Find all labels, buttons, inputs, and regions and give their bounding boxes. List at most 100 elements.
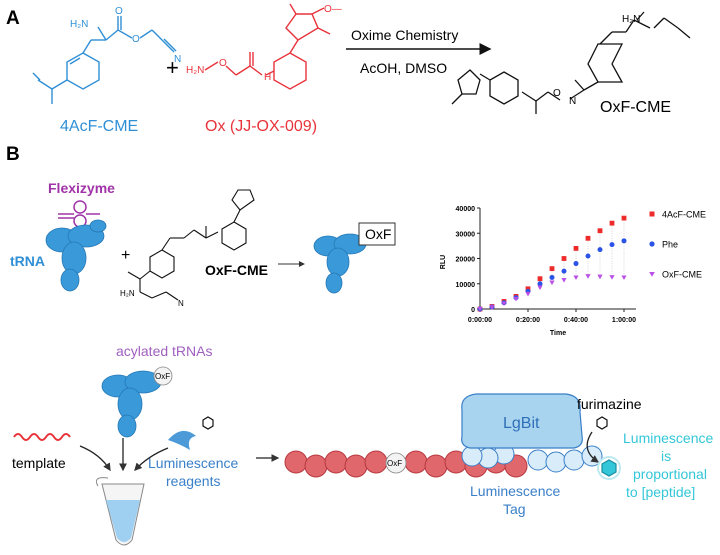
- tag-bead: [563, 449, 585, 471]
- lgbit-label: LgBit: [503, 415, 540, 432]
- chart-x-tick-label: 0:40:00: [564, 317, 588, 324]
- luminescent-hexagon-icon: [601, 459, 617, 477]
- chart-point-oxf: [573, 275, 579, 281]
- lgbit-shape: [461, 393, 583, 449]
- chart-point-oxf: [489, 305, 495, 310]
- trna-label: tRNA: [10, 253, 45, 269]
- chart-point-phe: [621, 238, 627, 244]
- furimazine-arrow: [586, 431, 600, 463]
- reactant2-o: O: [219, 58, 227, 69]
- chart-point-phe: [537, 281, 543, 287]
- chart-point-phe: [609, 242, 615, 248]
- furimazine-label: furimazine: [577, 396, 642, 412]
- chart-point-4acf: [525, 286, 531, 292]
- product-o: O: [553, 88, 561, 99]
- panel-b-label: B: [6, 144, 20, 165]
- chart-point-oxf: [501, 301, 507, 307]
- chart-point-phe: [549, 274, 555, 280]
- result-line-2: is: [661, 448, 671, 464]
- chart-y-tick-label: 40000: [456, 206, 476, 213]
- chart-point-phe: [561, 268, 567, 274]
- peptide-chain: [284, 443, 603, 478]
- oxf-bead-label: OxF: [387, 459, 402, 468]
- chart-x-tick-label: 0:20:00: [516, 317, 540, 324]
- chart-point-oxf: [609, 275, 615, 280]
- chart-point-oxf: [549, 280, 555, 286]
- chart-y-tick-label: 20000: [456, 257, 476, 264]
- tag-bead: [461, 445, 483, 467]
- chart-x-tick-label: 1:00:00: [612, 317, 636, 324]
- chart-point-oxf: [561, 277, 567, 283]
- chart-point-oxf: [597, 274, 603, 280]
- result-line-1: Luminescence: [623, 430, 713, 446]
- peptide-bead: [284, 450, 308, 474]
- trna-icon-2: [313, 233, 367, 294]
- hexagon-icon-2: [596, 416, 608, 430]
- legend-marker: [649, 211, 655, 217]
- panel-a-label: A: [6, 8, 20, 29]
- legend-label: OxF-CME: [662, 270, 702, 280]
- tube-icon: [95, 477, 145, 546]
- reactant2-structure: [204, 3, 331, 90]
- substrate-name: OxF-CME: [205, 262, 268, 278]
- peptide-bead: [344, 454, 368, 478]
- hexagon-icon-1: [202, 416, 214, 430]
- result-line-3: proportional: [633, 466, 707, 482]
- chart-point-4acf: [549, 266, 555, 271]
- reactant1-n: N: [174, 54, 181, 65]
- oxf-box: [358, 222, 396, 246]
- trna-icon-1: [45, 219, 107, 292]
- chart-point-phe: [573, 261, 579, 267]
- arrow-template: [79, 445, 111, 472]
- tag-label-1: Luminescence: [470, 483, 560, 499]
- glow-ring: [597, 456, 621, 480]
- chart-point-4acf: [585, 235, 591, 241]
- legend-marker: [649, 272, 655, 277]
- reactant1-structure: [32, 16, 177, 104]
- reactant2-name: Ox (JJ-OX-009): [205, 118, 317, 135]
- product-name: OxF-CME: [600, 99, 671, 116]
- chart-point-oxf: [525, 291, 531, 297]
- chart-y-tick-label: 0: [471, 307, 475, 314]
- peptide-bead: [324, 450, 348, 474]
- reactant1-nh2: H₂N: [70, 19, 88, 30]
- reactant2-ome: O—: [324, 4, 342, 15]
- chart-y-tick-label: 10000: [456, 282, 476, 289]
- chart-point-4acf: [537, 276, 543, 282]
- chart-x-tick-label: 0:00:00: [468, 317, 492, 324]
- reactant1-name: 4AcF-CME: [60, 118, 138, 135]
- substrate-nh2: H₂N: [120, 289, 135, 298]
- chart-y-label: RLU: [440, 255, 447, 269]
- legend-marker: [649, 241, 655, 247]
- arrow-condition-top: Oxime Chemistry: [351, 27, 458, 43]
- tag-bead: [527, 449, 549, 471]
- chart-point-4acf: [597, 228, 603, 234]
- substrate-structure: [127, 189, 255, 301]
- flexizyme-icon: [58, 200, 100, 228]
- plus-a: +: [166, 55, 179, 80]
- trna-icon-3: [101, 370, 162, 438]
- oxf-box-label: OxF: [365, 226, 391, 242]
- chart-point-4acf: [609, 220, 615, 226]
- peptide-bead: [424, 454, 448, 478]
- chart-point-oxf: [477, 307, 483, 312]
- chart-point-oxf: [513, 296, 519, 302]
- reagents-label-1: Luminescence: [148, 455, 238, 471]
- chart-point-phe: [585, 253, 591, 259]
- arrow-reagents: [134, 447, 169, 471]
- chart-point-4acf: [621, 215, 627, 221]
- reactant2-h2n: H₂N: [186, 65, 204, 76]
- chart: 0 10000 20000 30000 40000 0:00:00 0:20:00 0:40:…: [440, 206, 706, 337]
- substrate-n: N: [178, 299, 184, 308]
- template-mrna-icon: [13, 433, 71, 441]
- product-nh2: H₂N: [622, 14, 640, 25]
- reagents-label-2: reagents: [166, 473, 220, 489]
- chart-x-label: Time: [550, 330, 566, 337]
- arrow-condition-bottom: AcOH, DMSO: [360, 60, 447, 76]
- legend-label: 4AcF-CME: [662, 210, 706, 220]
- acylated-label: acylated tRNAs: [116, 343, 212, 359]
- chart-point-oxf: [537, 285, 543, 291]
- oxf-bead: [385, 452, 407, 474]
- chart-y-tick-label: 30000: [456, 231, 476, 238]
